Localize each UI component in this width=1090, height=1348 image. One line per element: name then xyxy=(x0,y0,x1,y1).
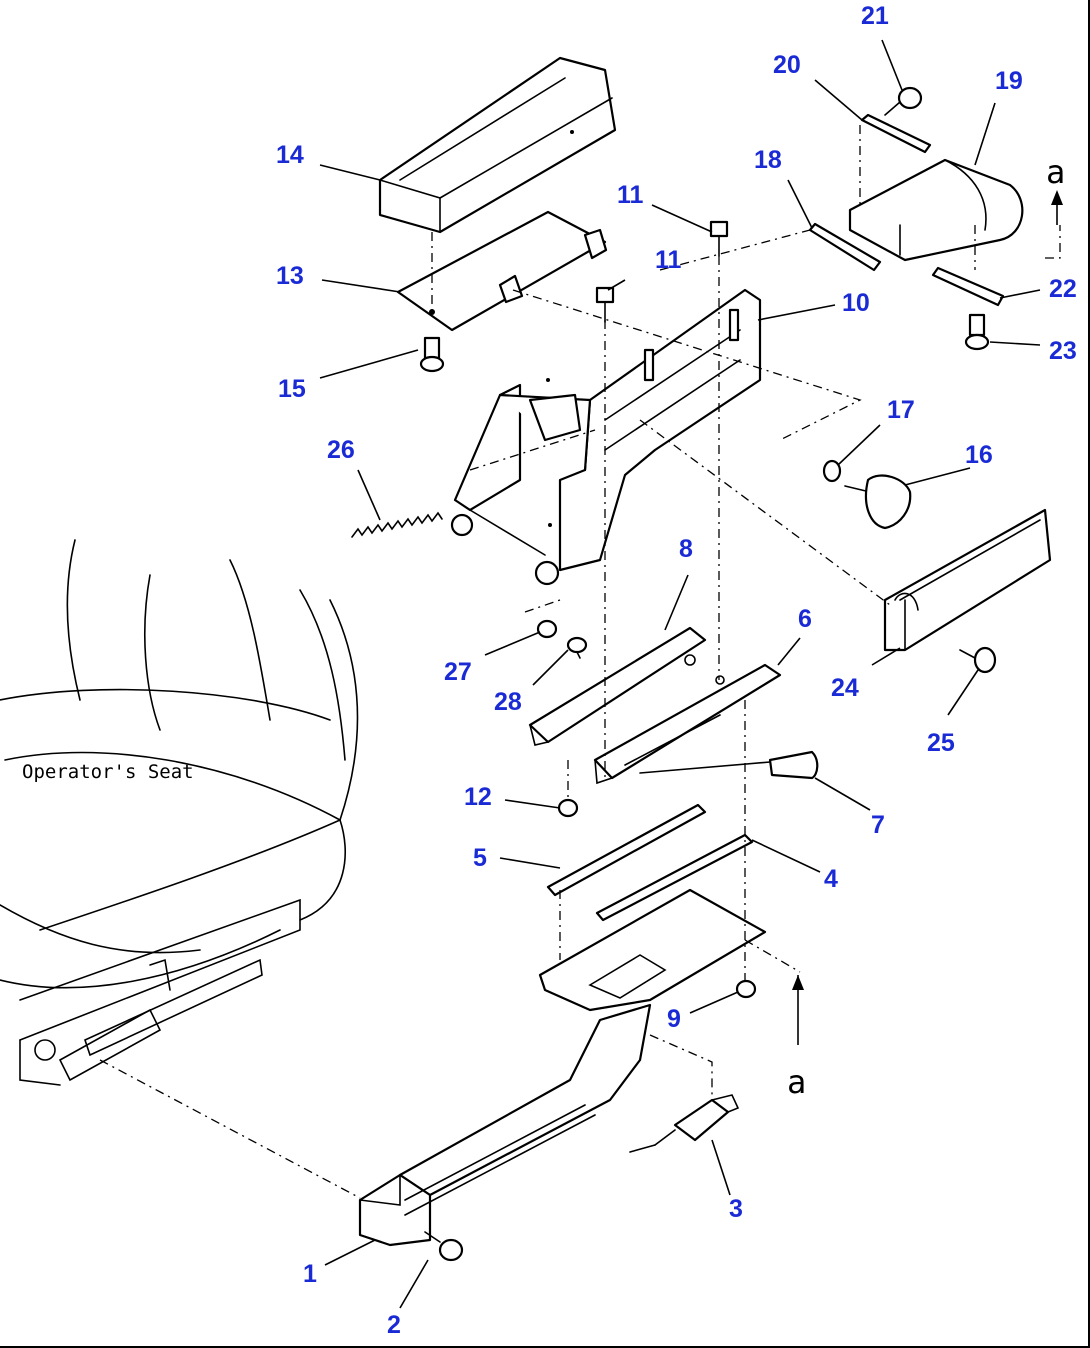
callout-1: 1 xyxy=(303,1260,317,1288)
section-marker-arrows xyxy=(792,190,1063,1045)
part-26-spring xyxy=(351,511,443,538)
part-19-cover xyxy=(848,158,1024,262)
part-1-base-bracket xyxy=(358,888,767,1247)
callout-19: 19 xyxy=(995,67,1023,95)
part-12-nut xyxy=(557,798,579,818)
part-22-bracket xyxy=(931,266,1005,307)
callout-9: 9 xyxy=(667,1005,681,1033)
callout-3: 3 xyxy=(729,1195,743,1223)
assembly-guide-lines xyxy=(99,125,1061,1199)
operator-seat-label: Operator's Seat xyxy=(22,761,194,783)
part-3-switch xyxy=(629,1094,740,1153)
callout-11-lower: 11 xyxy=(655,246,682,274)
section-marker-a-bottom: a xyxy=(787,1063,806,1101)
part-7-lever-knob xyxy=(639,750,819,780)
part-2-bolt xyxy=(424,1231,464,1262)
callout-14: 14 xyxy=(276,141,304,169)
part-13-armrest-plate xyxy=(396,210,608,332)
part-21-bolt xyxy=(884,86,923,116)
callout-21: 21 xyxy=(861,2,889,30)
part-27-nut xyxy=(536,619,558,639)
section-marker-a-top: a xyxy=(1046,153,1065,191)
callout-22: 22 xyxy=(1049,275,1077,303)
part-6-slide-rail xyxy=(593,663,782,785)
callout-20: 20 xyxy=(773,51,801,79)
part-25-screw xyxy=(959,646,997,674)
callout-4: 4 xyxy=(824,865,838,893)
callout-6: 6 xyxy=(798,605,812,633)
part-24-side-cover xyxy=(883,508,1052,652)
callout-24: 24 xyxy=(831,674,859,702)
callout-26: 26 xyxy=(327,436,355,464)
callout-27: 27 xyxy=(444,658,472,686)
callout-2: 2 xyxy=(387,1311,401,1339)
callout-11-upper: 11 xyxy=(617,181,644,209)
part-4-shim xyxy=(595,833,754,922)
part-23-bolt xyxy=(964,313,990,351)
part-18-bracket xyxy=(808,222,882,272)
part-10-console-bracket xyxy=(450,288,762,586)
callout-7: 7 xyxy=(871,811,885,839)
part-9-nut xyxy=(735,979,757,999)
part-8-slide-rail xyxy=(528,626,707,746)
part-5-shim xyxy=(546,803,707,897)
part-15-bolt xyxy=(419,336,445,373)
part-20-bracket xyxy=(860,113,932,154)
callout-12: 12 xyxy=(464,783,492,811)
callout-25: 25 xyxy=(927,729,955,757)
operator-seat xyxy=(0,539,359,1086)
callout-15: 15 xyxy=(278,375,306,403)
callout-5: 5 xyxy=(473,844,487,872)
callout-17: 17 xyxy=(887,396,915,424)
part-16-17-knob xyxy=(822,459,912,530)
callout-23: 23 xyxy=(1049,337,1077,365)
callout-13: 13 xyxy=(276,262,304,290)
part-28-bolt xyxy=(566,636,588,659)
callout-28: 28 xyxy=(494,688,522,716)
callout-10: 10 xyxy=(842,289,870,317)
callout-18: 18 xyxy=(754,146,782,174)
part-14-armrest-pad xyxy=(378,56,617,234)
callout-8: 8 xyxy=(679,535,693,563)
callout-16: 16 xyxy=(965,441,993,469)
part-11-bolts xyxy=(595,220,729,323)
callout-leader-lines xyxy=(319,39,1041,1309)
